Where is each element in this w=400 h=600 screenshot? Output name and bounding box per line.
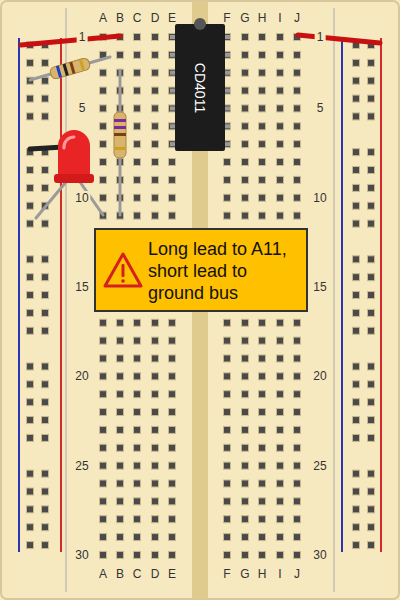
column-letter: A <box>97 11 109 25</box>
column-letter: B <box>114 567 126 581</box>
column-letter: D <box>149 567 162 581</box>
column-letter: H <box>256 567 269 581</box>
red-wire <box>21 36 120 45</box>
warning-icon <box>102 250 144 290</box>
row-number: 5 <box>77 101 88 115</box>
column-letter: C <box>131 11 144 25</box>
row-number: 30 <box>311 548 328 562</box>
column-letter: C <box>131 567 144 581</box>
resistor-symbol <box>30 57 110 80</box>
column-letter: A <box>97 567 109 581</box>
row-number: 30 <box>73 548 90 562</box>
resistor-symbol <box>114 70 126 215</box>
power-rail-line <box>380 38 382 552</box>
ground-rail-line <box>341 38 343 552</box>
row-number: 20 <box>311 369 328 383</box>
row-number: 15 <box>73 280 90 294</box>
row-number: 25 <box>73 459 90 473</box>
rail-divider <box>66 8 67 592</box>
led-symbol <box>30 130 103 218</box>
chip-notch <box>194 18 206 30</box>
row-number: 10 <box>73 191 90 205</box>
row-number: 10 <box>311 191 328 205</box>
led-short-lead <box>36 182 66 218</box>
row-number: 25 <box>311 459 328 473</box>
row-number: 20 <box>73 369 90 383</box>
column-letter: E <box>166 567 178 581</box>
column-letter: E <box>166 11 178 25</box>
row-number: 15 <box>311 280 328 294</box>
callout-text: Long lead to A11, short lead to ground b… <box>148 238 298 304</box>
column-letter: J <box>292 11 302 25</box>
column-letter: G <box>238 567 251 581</box>
chip-label: CD4011 <box>192 62 208 112</box>
column-letter: H <box>256 11 269 25</box>
column-letter: I <box>276 11 283 25</box>
column-letter: J <box>292 567 302 581</box>
red-wire <box>298 35 380 43</box>
column-letter: D <box>149 11 162 25</box>
ground-rail-line <box>18 38 20 552</box>
row-number: 5 <box>315 101 326 115</box>
row-number: 1 <box>315 30 326 44</box>
column-letter: B <box>114 11 126 25</box>
column-letter: I <box>276 567 283 581</box>
ic-chip: CD4011 <box>175 24 225 151</box>
rail-divider <box>334 8 335 592</box>
breadboard-holes <box>27 34 375 559</box>
column-letter: F <box>221 11 232 25</box>
warning-callout: Long lead to A11, short lead to ground b… <box>94 228 308 312</box>
column-letter: F <box>221 567 232 581</box>
column-letter: G <box>238 11 251 25</box>
power-rail-line <box>60 38 62 552</box>
row-number: 1 <box>77 30 88 44</box>
